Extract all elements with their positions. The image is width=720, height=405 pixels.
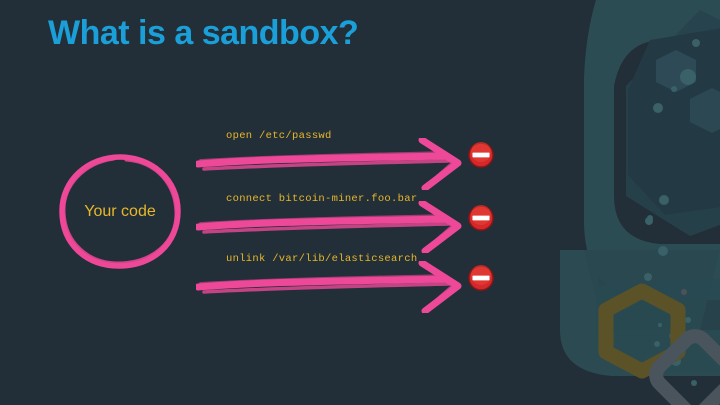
no-entry-icon <box>468 265 494 291</box>
flow-row: unlink /var/lib/elasticsearch <box>196 253 496 317</box>
your-code-node: Your code <box>56 152 184 272</box>
syscall-label: open /etc/passwd <box>226 130 332 142</box>
flow-row: open /etc/passwd <box>196 130 496 194</box>
syscall-label: connect bitcoin-miner.foo.bar <box>226 193 418 205</box>
flow-row: connect bitcoin-miner.foo.bar <box>196 193 496 257</box>
no-entry-icon <box>468 142 494 168</box>
syscall-label: unlink /var/lib/elasticsearch <box>226 253 418 265</box>
abstract-s-hexagon-logo <box>560 0 720 376</box>
decor-hexagon-small <box>656 50 720 133</box>
your-code-label: Your code <box>84 203 156 220</box>
decor-dots-muted <box>669 289 687 339</box>
hexagon-outline-shape <box>598 283 686 379</box>
decor-dots <box>644 39 700 386</box>
hand-drawn-arrow-right-icon <box>196 201 462 253</box>
no-entry-icon <box>468 205 494 231</box>
page-title: What is a sandbox? <box>48 14 359 52</box>
hand-drawn-arrow-right-icon <box>196 261 462 313</box>
hand-drawn-circle-icon <box>59 154 181 269</box>
diamond-outline-shape <box>649 329 720 405</box>
hand-drawn-arrow-right-icon <box>196 138 462 190</box>
